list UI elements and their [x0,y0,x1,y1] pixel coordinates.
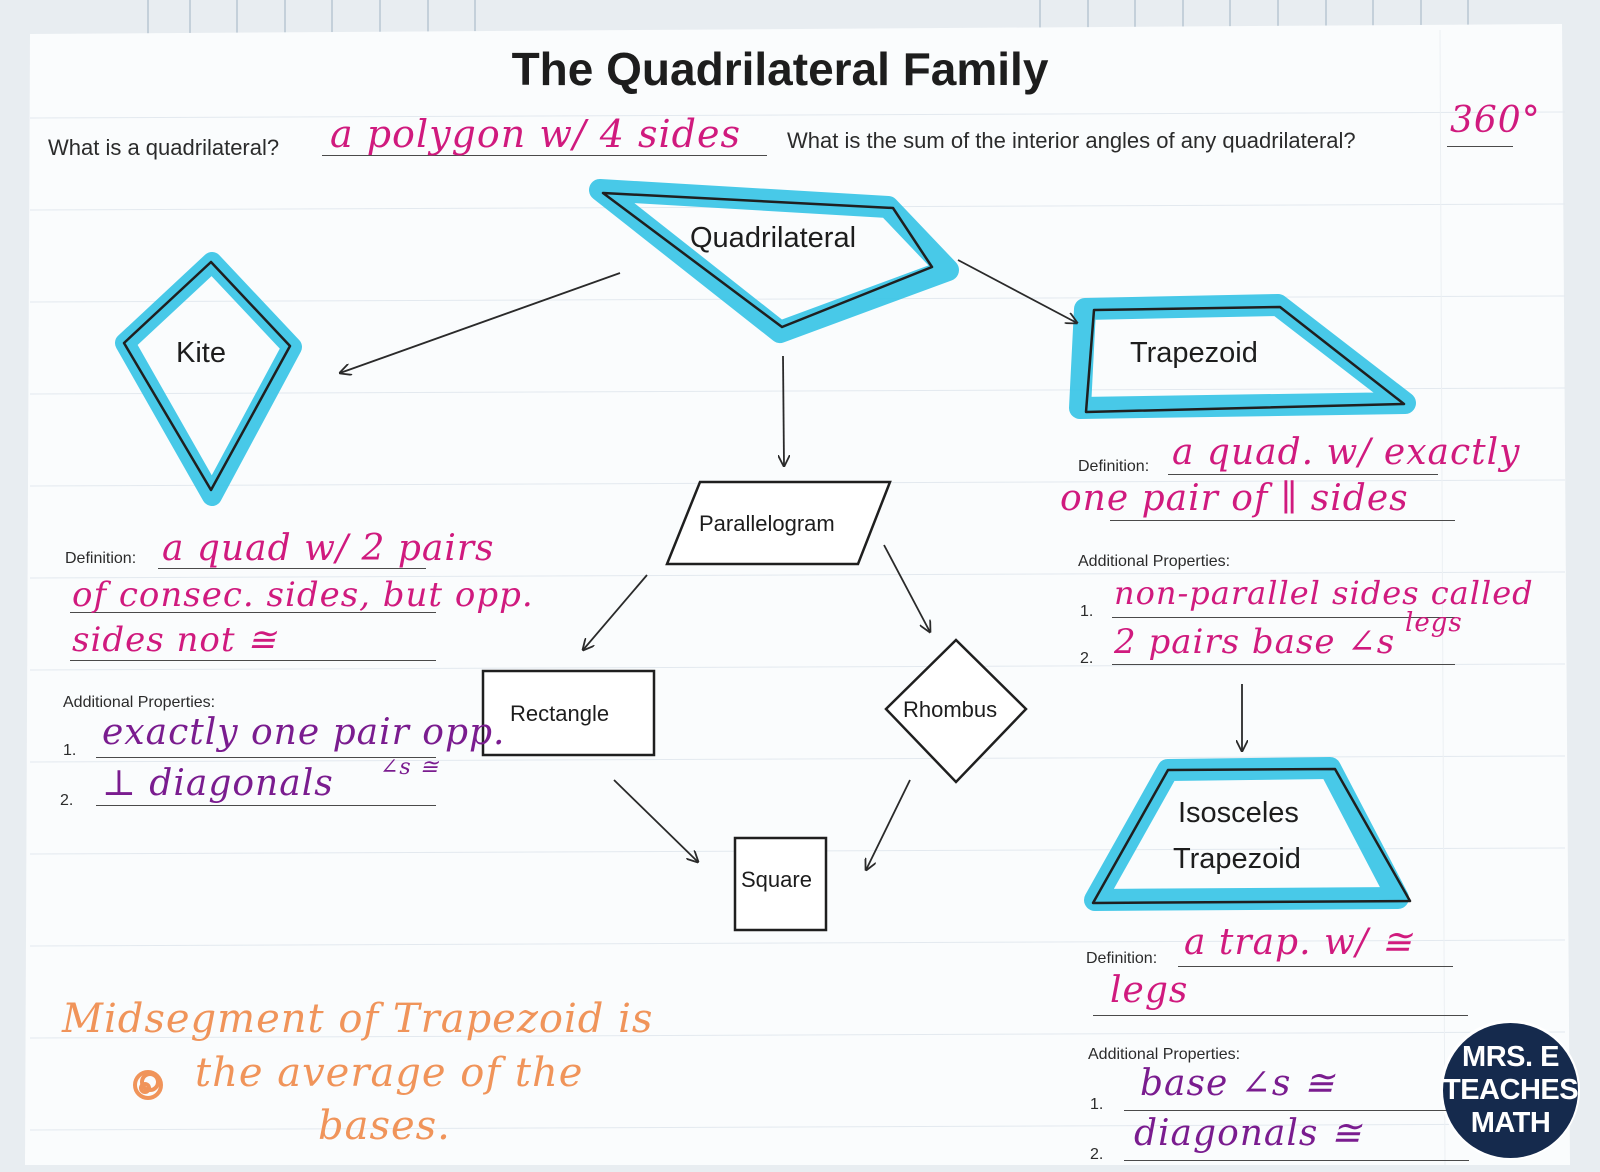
isosceles-property-2-line [1124,1160,1469,1161]
trapezoid-property-1-note: legs [1405,608,1463,638]
logo-line-2: TEACHES [1443,1074,1579,1106]
kite-definition-text-3: sides not ≅ [72,620,277,660]
kite-label: Kite [176,337,226,369]
kite-property-2-text: ⊥ diagonals [102,763,334,804]
quadrilateral-label: Quadrilateral [690,222,857,254]
parallelogram-label: Parallelogram [699,511,835,536]
isosceles-property-1-text: base ∠s ≅ [1140,1063,1335,1104]
question-angles-line [1447,146,1513,147]
trapezoid-property-1-line [1112,617,1455,618]
trapezoid-additional-label: Additional Properties: [1078,553,1231,570]
isosceles-definition-line-1 [1178,966,1453,967]
trapezoid-property-2-text: 2 pairs base ∠s [1114,622,1396,662]
isosceles-trapezoid-label-line2: Trapezoid [1173,843,1301,875]
isosceles-definition-text-2: legs [1110,970,1189,1011]
question-quadrilateral-label: What is a quadrilateral? [48,135,280,160]
question-quadrilateral-answer: a polygon w/ 4 sides [330,112,741,156]
kite-additional-label: Additional Properties: [63,694,216,711]
kite-property-2-line [96,805,436,806]
trapezoid-property-2-num: 2. [1080,650,1094,667]
kite-definition-text-2: of consec. sides, but opp. [72,575,534,615]
trapezoid-property-1-text: non-parallel sides called [1114,574,1534,612]
logo-line-1: MRS. E [1462,1041,1559,1073]
isosceles-definition-text-1: a trap. w/ ≅ [1184,922,1413,963]
question-quadrilateral-line [322,155,767,156]
midsegment-note-line-3: bases. [318,1103,451,1149]
isosceles-property-2-text: diagonals ≅ [1134,1113,1362,1154]
kite-definition-text-1: a quad w/ 2 pairs [162,528,495,569]
page-title: The Quadrilateral Family [511,43,1049,95]
trapezoid-definition-line-2 [1110,520,1455,521]
question-angles-answer: 360° [1450,100,1541,141]
kite-definition-line-1 [158,568,426,569]
kite-property-1-note: ∠s ≅ [380,755,440,780]
isosceles-definition-label: Definition: [1086,950,1158,967]
trapezoid-definition-label: Definition: [1078,458,1150,475]
isosceles-property-1-line [1124,1110,1469,1111]
rhombus-label: Rhombus [903,697,998,722]
trapezoid-property-1-num: 1. [1080,603,1094,620]
midsegment-note-line-1: Midsegment of Trapezoid is [62,996,654,1042]
trapezoid-property-2-line [1112,664,1455,665]
isosceles-property-1-num: 1. [1090,1096,1104,1113]
trapezoid-definition-line-1 [1168,474,1438,475]
trapezoid-definition-text-1: a quad. w/ exactly [1172,432,1521,473]
isosceles-definition-line-2 [1093,1015,1468,1016]
logo-line-3: MATH [1470,1107,1551,1139]
kite-property-2-num: 2. [60,792,74,809]
trapezoid-label: Trapezoid [1130,337,1258,369]
kite-definition-line-2 [70,612,436,613]
kite-definition-line-3 [70,660,436,661]
rectangle-label: Rectangle [510,701,610,726]
mrs-e-teaches-math-logo: MRS. E TEACHES MATH [1443,1023,1579,1158]
square-label: Square [741,867,812,892]
trapezoid-definition-text-2: one pair of ∥ sides [1060,478,1409,519]
kite-definition-label: Definition: [65,550,137,567]
kite-property-1-line [96,757,436,758]
isosceles-property-2-num: 2. [1090,1146,1104,1163]
kite-property-1-num: 1. [63,742,77,759]
kite-property-1-text: exactly one pair opp. [102,712,506,753]
question-angles-label: What is the sum of the interior angles o… [787,128,1356,153]
isosceles-additional-label: Additional Properties: [1088,1046,1241,1063]
midsegment-note-line-2: the average of the [195,1050,584,1096]
isosceles-trapezoid-label-line1: Isosceles [1178,797,1299,829]
